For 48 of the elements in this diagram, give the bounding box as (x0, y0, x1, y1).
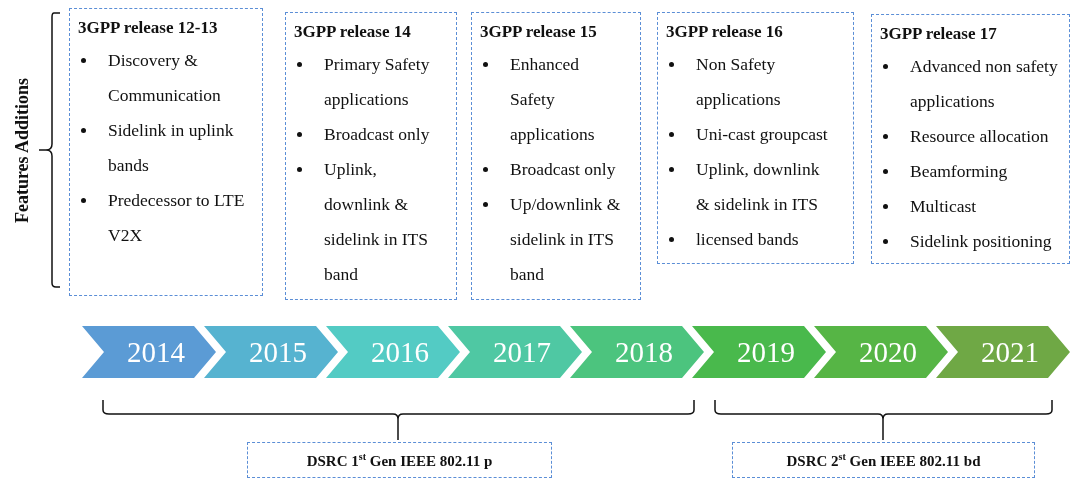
timeline-segment (82, 326, 216, 378)
release-card (871, 14, 1070, 264)
timeline-segment (814, 326, 948, 378)
bullet-item: Sidelink positioning (910, 230, 1052, 253)
bullet-item: Broadcast only (510, 158, 616, 181)
card-heading: 3GPP release 17 (880, 23, 998, 45)
timeline-segment (204, 326, 338, 378)
bullet-item: Enhanced Safety applications (510, 53, 596, 146)
card-heading: 3GPP release 14 (294, 21, 412, 43)
bullet-item: Multicast (910, 195, 977, 218)
release-card (471, 12, 641, 300)
bullet-item: Broadcast only (324, 123, 430, 146)
bullet-item: Discovery & Communication (108, 49, 222, 107)
standard-label: DSRC 2$^{st}$ Gen IEEE 802.11 bd (786, 450, 981, 470)
year-label: 2018 (614, 335, 673, 369)
bullet-item: licensed bands (696, 228, 799, 251)
bullet-item: Uni-cast groupcast (696, 123, 828, 146)
standard-box (247, 442, 552, 478)
timeline-segment (448, 326, 582, 378)
bullet-item: Uplink, downlink & sidelink in ITS band (324, 158, 430, 286)
timeline-segment (326, 326, 460, 378)
timeline-segment (692, 326, 826, 378)
timeline-segment (936, 326, 1070, 378)
bullet-item: Up/downlink & sidelink in ITS band (510, 193, 622, 286)
year-label: 2020 (858, 335, 917, 369)
timeline-segment (570, 326, 704, 378)
card-heading: 3GPP release 16 (666, 21, 784, 43)
year-label: 2014 (126, 335, 185, 369)
standard-box (732, 442, 1035, 478)
year-label: 2015 (248, 335, 307, 369)
year-label: 2021 (980, 335, 1039, 369)
release-card (69, 8, 263, 296)
standard-label: DSRC 1$^{st}$ Gen IEEE 802.11 p (306, 450, 493, 470)
bullet-item: Sidelink in uplink bands (108, 119, 235, 177)
year-label: 2016 (370, 335, 429, 369)
bullet-item: Resource allocation (910, 125, 1049, 148)
year-label: 2017 (492, 335, 551, 369)
year-label: 2019 (736, 335, 795, 369)
release-card (657, 12, 854, 264)
card-heading: 3GPP release 12-13 (78, 17, 219, 39)
release-card (285, 12, 457, 300)
bullet-item: Primary Safety applications (324, 53, 431, 111)
card-heading: 3GPP release 15 (480, 21, 598, 43)
axis-title: Features Additions (11, 77, 33, 223)
bullet-item: Non Safety applications (696, 53, 782, 111)
bullet-item: Advanced non safety applications (910, 55, 1059, 113)
bullet-item: Beamforming (910, 160, 1008, 183)
bullet-item: Predecessor to LTE V2X (108, 189, 246, 247)
